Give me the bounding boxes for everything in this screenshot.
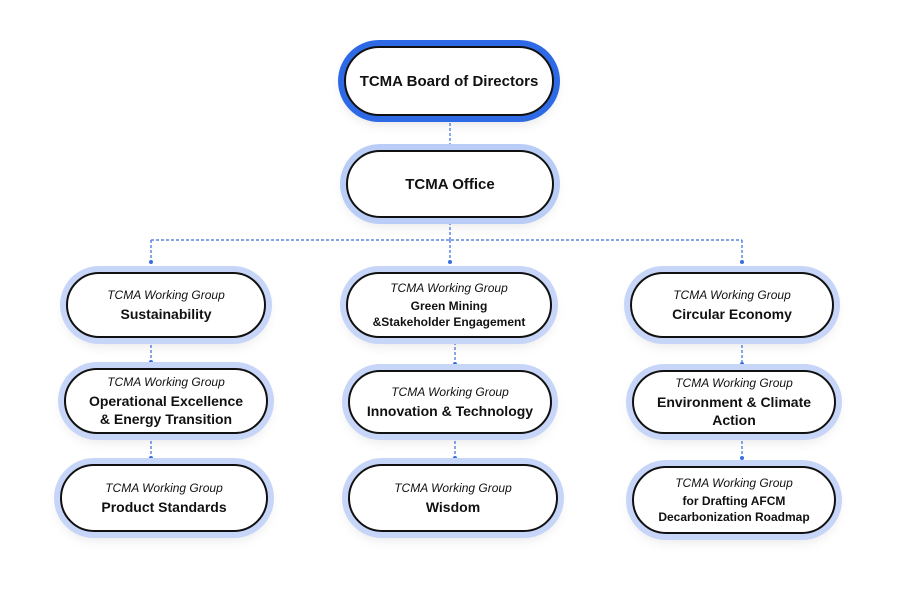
connector-dot xyxy=(740,456,744,460)
working-group-circular-economy: TCMA Working Group Circular Economy xyxy=(630,272,834,338)
connector-dot xyxy=(448,260,452,264)
working-group-environment-climate: TCMA Working Group Environment & Climate… xyxy=(632,370,836,434)
working-group-label: TCMA Working Group xyxy=(390,280,508,295)
connector-dot xyxy=(740,362,744,366)
connector-dot xyxy=(149,360,153,364)
connector-dot xyxy=(149,260,153,264)
working-group-innovation-technology: TCMA Working Group Innovation & Technolo… xyxy=(348,370,552,434)
connector-dot xyxy=(453,362,457,366)
working-group-label: TCMA Working Group xyxy=(675,475,793,490)
office-title: TCMA Office xyxy=(405,175,495,193)
working-group-operational-excellence: TCMA Working Group Operational Excellenc… xyxy=(64,368,268,434)
working-group-label: TCMA Working Group xyxy=(391,384,509,399)
connector-dot xyxy=(448,144,452,148)
working-group-product-standards: TCMA Working Group Product Standards xyxy=(60,464,268,532)
connector-dot xyxy=(453,456,457,460)
working-group-name: Operational Excellence & Energy Transiti… xyxy=(88,392,244,427)
working-group-name: Sustainability xyxy=(120,305,212,322)
working-group-label: TCMA Working Group xyxy=(105,480,223,495)
working-group-label: TCMA Working Group xyxy=(394,480,512,495)
working-group-green-mining: TCMA Working Group Green Mining &Stakeho… xyxy=(346,272,552,338)
board-title: TCMA Board of Directors xyxy=(359,72,539,90)
working-group-sustainability: TCMA Working Group Sustainability xyxy=(66,272,266,338)
working-group-wisdom: TCMA Working Group Wisdom xyxy=(348,464,558,532)
board-of-directors-node: TCMA Board of Directors xyxy=(344,46,554,116)
working-group-afcm-roadmap: TCMA Working Group for Drafting AFCM Dec… xyxy=(632,466,836,534)
working-group-name: Product Standards xyxy=(101,498,227,515)
working-group-name: Circular Economy xyxy=(672,305,792,322)
working-group-name: Wisdom xyxy=(425,498,481,515)
working-group-name: Innovation & Technology xyxy=(366,402,534,419)
working-group-label: TCMA Working Group xyxy=(675,375,793,390)
working-group-label: TCMA Working Group xyxy=(673,287,791,302)
working-group-name: Environment & Climate Action xyxy=(656,393,812,428)
office-node: TCMA Office xyxy=(346,150,554,218)
working-group-name: Green Mining &Stakeholder Engagement xyxy=(372,298,526,329)
working-group-name: for Drafting AFCM Decarbonization Roadma… xyxy=(658,493,810,524)
connector-dot xyxy=(149,456,153,460)
working-group-label: TCMA Working Group xyxy=(107,287,225,302)
connector-dot xyxy=(740,260,744,264)
working-group-label: TCMA Working Group xyxy=(107,374,225,389)
